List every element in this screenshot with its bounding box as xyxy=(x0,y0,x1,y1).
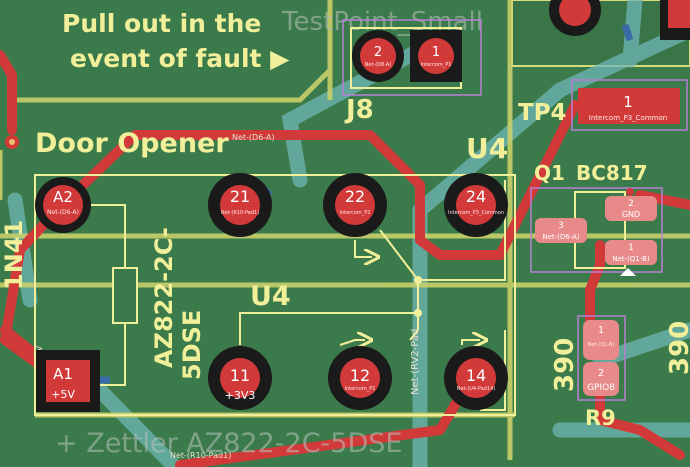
net-r10-label: Net-(R10-Pad1) xyxy=(170,451,231,460)
q1-pad1-net: Net-(Q1-B) xyxy=(612,255,650,263)
u4-pad-11-number: 11 xyxy=(230,366,250,385)
u4-pad-14-number: 14 xyxy=(466,366,486,385)
relay-contact-symbols xyxy=(239,180,506,411)
u4-pad-12-number: 12 xyxy=(350,366,370,385)
u4-ref-label-top: U4 xyxy=(466,132,508,165)
tp4-ref-label: TP4 xyxy=(518,100,567,126)
u4-pad-24-net: Intercom_P3_Common xyxy=(448,210,504,216)
tp4-selection-box xyxy=(571,79,688,131)
q1-pad3-number: 3 xyxy=(558,221,564,231)
j8-connector[interactable]: 2 Net-(D8-A) 1 Intercom_P1 xyxy=(342,19,482,96)
r9-ref-label: R9 xyxy=(585,406,616,430)
q1-pad2[interactable] xyxy=(605,196,657,221)
u4-pad-a1-net: +5V xyxy=(51,388,75,401)
tp4-pad1-number: 1 xyxy=(623,93,633,111)
top-right-partial-pads xyxy=(549,0,690,40)
q1-ref-label: Q1 xyxy=(534,161,565,185)
q1-pad3[interactable] xyxy=(535,218,587,243)
u4-pad-14[interactable] xyxy=(456,358,496,398)
u4-pad-22-number: 22 xyxy=(345,187,365,206)
door-opener-label: Door Opener xyxy=(35,128,229,159)
u4-ref-label-mid: U4 xyxy=(250,281,291,312)
u4-pad-21-net: Net-(R10-Pad1) xyxy=(221,210,259,216)
r9-pad1[interactable] xyxy=(583,320,619,360)
vias xyxy=(5,135,19,149)
j8-pad2-net: Net-(D8-A) xyxy=(365,62,392,68)
u4-relay-pads[interactable]: A2 Net-(D6-A) 21 Net-(R10-Pad1) 22 Inter… xyxy=(35,173,508,412)
net-rv2-label: Net-(RV2-Pad xyxy=(410,329,421,395)
u4-pad-12[interactable] xyxy=(340,358,380,398)
az822-label-line1: AZ822-2C- xyxy=(150,227,178,368)
q1-pad2-net: GND xyxy=(622,210,640,219)
r9-value-left: 390 xyxy=(550,338,580,392)
u4-pad-a2-net: Net-(D6-A) xyxy=(47,209,79,216)
u4-pad-14-net: Net-(U4-Pad14) xyxy=(457,386,496,392)
u4-pad-11-net: +3V3 xyxy=(225,389,256,402)
q1-transistor[interactable]: 2 GND 3 Net-(D6-A) 1 Net-(Q1-B) xyxy=(530,187,663,276)
u4-pad-a2[interactable] xyxy=(43,185,83,225)
q1-pad1-number: 1 xyxy=(628,243,634,253)
relay-coil-symbol xyxy=(90,204,138,386)
q1-selection-box xyxy=(530,187,663,273)
r9-value-right: 390 xyxy=(665,321,690,375)
u4-pad-21-number: 21 xyxy=(230,187,250,206)
u4-relay-outline[interactable] xyxy=(34,174,516,416)
r9-pad2[interactable] xyxy=(583,362,619,396)
zettler-ghost-label: + Zettler AZ822-2C-5DSE xyxy=(55,428,402,459)
r9-pad2-number: 2 xyxy=(598,368,604,379)
fault-note-line1: Pull out in the xyxy=(62,9,261,38)
r9-pad2-net: GPIO8 xyxy=(587,383,615,393)
tp4-pad1[interactable] xyxy=(578,88,680,124)
net-d6-label: Net-(D6-A) xyxy=(232,133,275,142)
u4-pad-a1-number: A1 xyxy=(53,365,73,383)
tp4-pad1-net: Intercom_P3_Common xyxy=(589,114,667,122)
q1-value-label: BC817 xyxy=(576,161,648,185)
u4-pad-12-net: Intercom_P1 xyxy=(344,386,375,392)
j8-pad1[interactable] xyxy=(418,38,454,74)
q1-pin1-marker xyxy=(626,188,634,196)
u4-pad-24[interactable] xyxy=(456,185,496,225)
diode-partial-label: 1N41 xyxy=(0,220,28,290)
j8-pad2-number: 2 xyxy=(374,45,382,60)
u4-pad-a2-number: A2 xyxy=(53,188,73,206)
j8-selection-box xyxy=(342,19,482,96)
j8-pad1-net: Intercom_P1 xyxy=(420,62,451,68)
q1-pad1[interactable] xyxy=(605,240,657,265)
u4-pad-11[interactable] xyxy=(220,358,260,398)
u4-pad-21[interactable] xyxy=(220,185,260,225)
r9-pad1-net: Net-(Q1-B) xyxy=(588,342,615,348)
tp4-testpoint[interactable]: 1 Intercom_P3_Common xyxy=(571,79,688,131)
u4-pad-a1[interactable] xyxy=(46,360,90,402)
q1-pad3-net: Net-(D6-A) xyxy=(542,233,580,241)
j8-pad1-number: 1 xyxy=(432,45,440,60)
q1-orientation-triangle xyxy=(620,268,636,276)
r9-resistor[interactable]: 1 Net-(Q1-B) 2 GPIO8 xyxy=(577,315,626,401)
r9-selection-box xyxy=(577,315,626,401)
j8-pad2[interactable] xyxy=(360,38,396,74)
u4-pad-22[interactable] xyxy=(335,185,375,225)
az822-label-line2: 5DSE xyxy=(178,310,206,380)
u4-pad-22-net: Intercom_P2 xyxy=(339,210,370,216)
r9-pad1-number: 1 xyxy=(598,325,604,336)
j8-ref-label: J8 xyxy=(344,95,374,125)
fault-note-line2: event of fault ▶ xyxy=(70,44,290,73)
u4-pad-24-number: 24 xyxy=(466,187,486,206)
q1-pad2-number: 2 xyxy=(628,199,634,209)
